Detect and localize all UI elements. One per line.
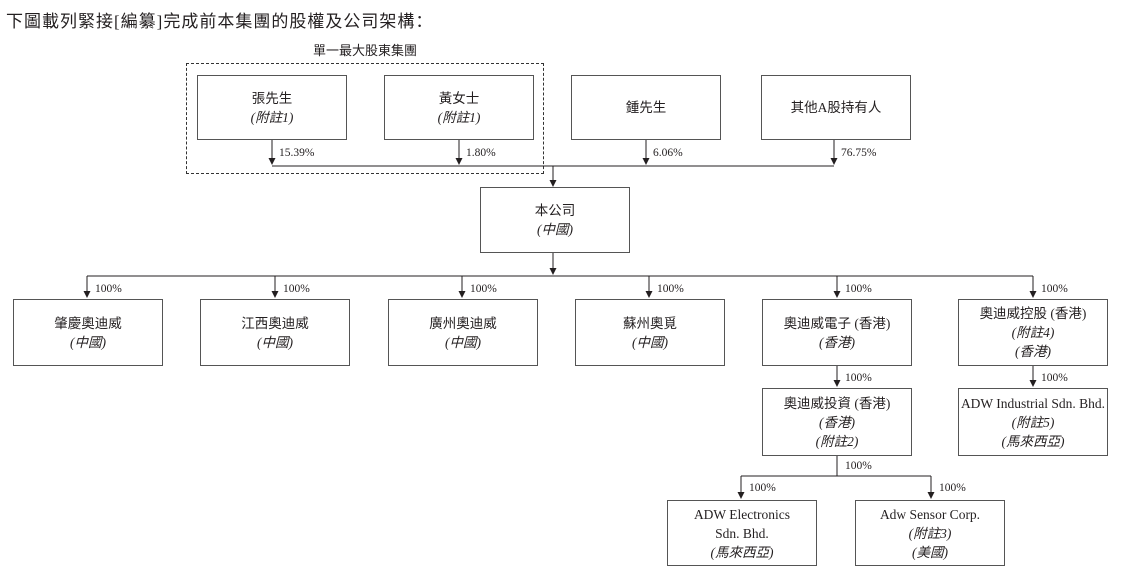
- pct-jiangxi: 100%: [283, 283, 310, 295]
- subsidiary-box-guangzhou: 廣州奧迪威 (中國): [388, 299, 538, 366]
- pct-zhong: 6.06%: [653, 147, 683, 159]
- adw-sensor-name: Adw Sensor Corp.: [879, 506, 981, 522]
- shareholder-box-huang: 黃女士 (附註1): [384, 75, 534, 140]
- adw-industrial-name: ADW Industrial Sdn. Bhd.: [960, 395, 1106, 411]
- adw-sensor-box: Adw Sensor Corp. (附註3) (美國): [855, 500, 1005, 566]
- adw-industrial-box: ADW Industrial Sdn. Bhd. (附註5) (馬來西亞): [958, 388, 1108, 456]
- pct-huang: 1.80%: [466, 147, 496, 159]
- pct-other-a: 76.75%: [841, 147, 877, 159]
- subsidiary-name: 奧迪威控股 (香港): [979, 306, 1087, 321]
- subsidiary-note: (香港): [819, 334, 855, 350]
- subsidiary-note: (中國): [257, 334, 293, 350]
- pct-guangzhou: 100%: [470, 283, 497, 295]
- subsidiary-name: 廣州奧迪威: [429, 315, 497, 331]
- company-note: (中國): [537, 222, 573, 237]
- subsidiary-name: 江西奧迪威: [241, 315, 309, 331]
- adw-industrial-note: (附註5): [1011, 414, 1055, 430]
- shareholder-note: (附註1): [250, 109, 294, 125]
- subsidiary-note: (中國): [70, 334, 106, 350]
- shareholder-name: 其他A股持有人: [790, 100, 882, 115]
- pct-hk-electronics: 100%: [845, 283, 872, 295]
- shareholder-note: (附註1): [437, 109, 481, 125]
- adw-sensor-note: (附註3): [908, 525, 952, 541]
- hk-investment-note-2: (附註2): [815, 433, 859, 449]
- subsidiary-name: 奧迪威電子 (香港): [783, 315, 891, 331]
- pct-adw-industrial: 100%: [1041, 372, 1068, 384]
- subsidiary-note: (附註4): [1011, 325, 1055, 340]
- shareholder-box-zhang: 張先生 (附註1): [197, 75, 347, 140]
- shareholder-name: 鍾先生: [625, 100, 667, 115]
- company-box: 本公司 (中國): [480, 187, 630, 253]
- hk-investment-name: 奧迪威投資 (香港): [783, 395, 891, 411]
- intro-text: 下圖載列緊接[編纂]完成前本集團的股權及公司架構：: [6, 12, 434, 31]
- adw-sensor-note-2: (美國): [912, 544, 948, 560]
- hk-investment-note: (香港): [819, 414, 855, 430]
- subsidiary-note: (中國): [632, 334, 668, 350]
- company-name: 本公司: [534, 203, 576, 218]
- subsidiary-box-zhaoqing: 肇慶奧迪威 (中國): [13, 299, 163, 366]
- group-label: 單一最大股東集團: [312, 43, 417, 58]
- pct-hk-holdings: 100%: [1041, 283, 1068, 295]
- adw-electronics-note: (馬來西亞): [710, 544, 774, 560]
- pct-hk-investment: 100%: [845, 372, 872, 384]
- subsidiary-note: (中國): [445, 334, 481, 350]
- subsidiary-box-hk-electronics: 奧迪威電子 (香港) (香港): [762, 299, 912, 366]
- shareholder-box-zhong: 鍾先生: [571, 75, 721, 140]
- subsidiary-box-suzhou: 蘇州奧覓 (中國): [575, 299, 725, 366]
- pct-adw-electronics: 100%: [749, 482, 776, 494]
- pct-zhang: 15.39%: [279, 147, 315, 159]
- subsidiary-name: 蘇州奧覓: [623, 315, 677, 331]
- adw-industrial-note-2: (馬來西亞): [1001, 433, 1065, 449]
- hk-investment-box: 奧迪威投資 (香港) (香港) (附註2): [762, 388, 912, 456]
- shareholder-name: 張先生: [251, 90, 293, 106]
- subsidiary-name: 肇慶奧迪威: [54, 315, 122, 331]
- shareholder-name: 黃女士: [438, 90, 480, 106]
- adw-electronics-name-2: Sdn. Bhd.: [715, 525, 769, 541]
- shareholder-box-other-a: 其他A股持有人: [761, 75, 911, 140]
- largest-shareholder-group-frame: [186, 63, 544, 174]
- pct-hk-investment-below: 100%: [845, 460, 872, 472]
- subsidiary-box-hk-holdings: 奧迪威控股 (香港) (附註4) (香港): [958, 299, 1108, 366]
- adw-electronics-name: ADW Electronics: [693, 506, 791, 522]
- pct-suzhou: 100%: [657, 283, 684, 295]
- subsidiary-box-jiangxi: 江西奧迪威 (中國): [200, 299, 350, 366]
- pct-zhaoqing: 100%: [95, 283, 122, 295]
- pct-adw-sensor: 100%: [939, 482, 966, 494]
- subsidiary-note-2: (香港): [1015, 344, 1051, 359]
- adw-electronics-box: ADW Electronics Sdn. Bhd. (馬來西亞): [667, 500, 817, 566]
